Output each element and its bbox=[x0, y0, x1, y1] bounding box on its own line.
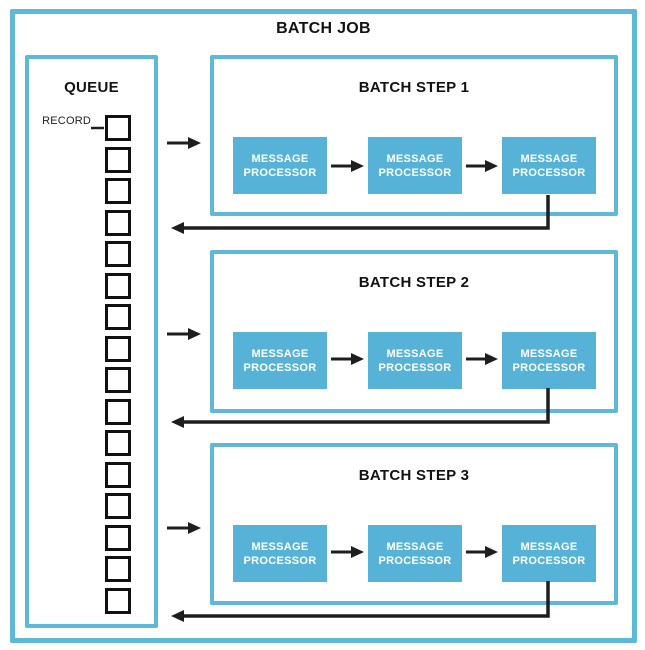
message-processor: MESSAGE PROCESSOR bbox=[368, 137, 462, 194]
record-square bbox=[105, 587, 131, 614]
record-square bbox=[105, 241, 131, 267]
record-square bbox=[105, 524, 131, 551]
queue-container: QUEUE RECORD bbox=[25, 55, 158, 628]
queue-title: QUEUE bbox=[64, 79, 119, 96]
message-processor-label: MESSAGE PROCESSOR bbox=[512, 540, 586, 567]
batch-step-2-title: BATCH STEP 2 bbox=[358, 274, 470, 291]
batch-step-2-container: BATCH STEP 2 MESSAGE PROCESSOR MESSAGE P… bbox=[210, 250, 618, 413]
record-square bbox=[105, 209, 131, 236]
record-square bbox=[105, 461, 131, 488]
record-square bbox=[105, 367, 131, 393]
message-processor: MESSAGE PROCESSOR bbox=[233, 137, 327, 194]
record-square bbox=[105, 146, 131, 173]
message-processor: MESSAGE PROCESSOR bbox=[233, 525, 327, 582]
message-processor: MESSAGE PROCESSOR bbox=[502, 525, 596, 582]
message-processor: MESSAGE PROCESSOR bbox=[368, 525, 462, 582]
batch-step-1-title: BATCH STEP 1 bbox=[358, 79, 470, 96]
message-processor-label: MESSAGE PROCESSOR bbox=[243, 152, 317, 179]
message-processor: MESSAGE PROCESSOR bbox=[368, 332, 462, 389]
record-square bbox=[105, 178, 131, 204]
batch-step-1-container: BATCH STEP 1 MESSAGE PROCESSOR MESSAGE P… bbox=[210, 55, 618, 216]
message-processor-label: MESSAGE PROCESSOR bbox=[243, 347, 317, 374]
message-processor-label: MESSAGE PROCESSOR bbox=[378, 347, 452, 374]
message-processor: MESSAGE PROCESSOR bbox=[502, 137, 596, 194]
batch-step-3-title: BATCH STEP 3 bbox=[358, 467, 470, 484]
record-label: RECORD bbox=[42, 115, 91, 127]
record-square bbox=[105, 115, 131, 141]
record-square bbox=[105, 398, 131, 425]
message-processor-label: MESSAGE PROCESSOR bbox=[512, 347, 586, 374]
message-processor-label: MESSAGE PROCESSOR bbox=[378, 540, 452, 567]
record-square bbox=[105, 430, 131, 456]
message-processor-label: MESSAGE PROCESSOR bbox=[378, 152, 452, 179]
record-square bbox=[105, 493, 131, 519]
message-processor: MESSAGE PROCESSOR bbox=[233, 332, 327, 389]
record-square bbox=[105, 556, 131, 582]
batch-job-title: BATCH JOB bbox=[276, 20, 371, 37]
batch-step-3-container: BATCH STEP 3 MESSAGE PROCESSOR MESSAGE P… bbox=[210, 443, 618, 605]
message-processor: MESSAGE PROCESSOR bbox=[502, 332, 596, 389]
record-square bbox=[105, 272, 131, 299]
message-processor-label: MESSAGE PROCESSOR bbox=[512, 152, 586, 179]
queue-records bbox=[105, 115, 131, 614]
record-square bbox=[105, 335, 131, 362]
record-square bbox=[105, 304, 131, 330]
message-processor-label: MESSAGE PROCESSOR bbox=[243, 540, 317, 567]
